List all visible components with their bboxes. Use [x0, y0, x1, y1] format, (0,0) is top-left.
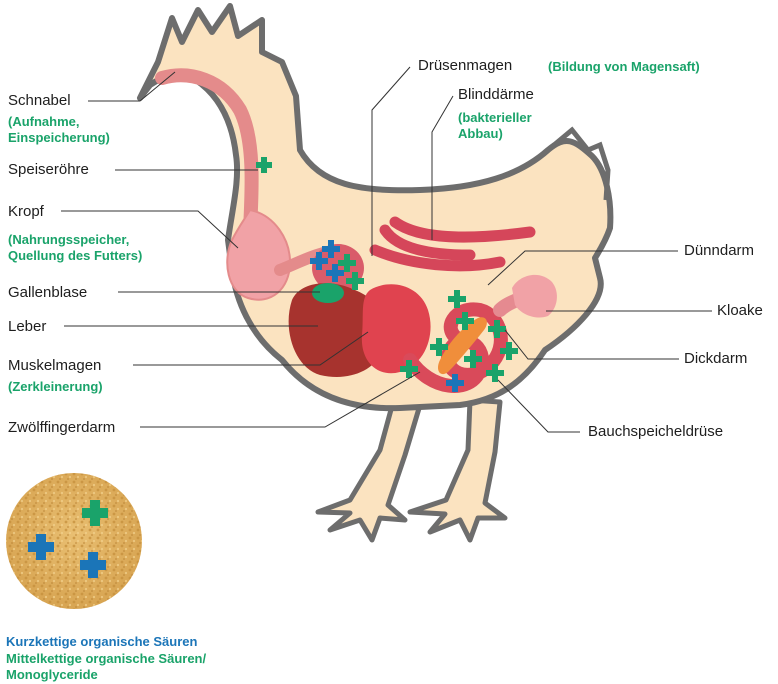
legend-green-2: Monoglyceride — [6, 667, 98, 683]
chicken-legs — [318, 395, 505, 540]
gallbladder — [312, 283, 344, 303]
legend-green-1: Mittelkettige organische Säuren/ — [6, 651, 206, 667]
feed-sample — [6, 473, 142, 609]
note-kropf-1: (Nahrungsspeicher, — [8, 232, 129, 248]
label-speiseroehre: Speiseröhre — [8, 161, 89, 179]
label-leber: Leber — [8, 318, 46, 336]
legend-blue: Kurzkettige organische Säuren — [6, 634, 197, 650]
note-schnabel-1: (Aufnahme, — [8, 114, 80, 130]
label-kropf: Kropf — [8, 203, 44, 221]
note-druesenmagen: (Bildung von Magensaft) — [548, 59, 700, 75]
label-muskelmagen: Muskelmagen — [8, 357, 101, 375]
label-schnabel: Schnabel — [8, 92, 71, 110]
note-blinddaerme-2: Abbau) — [458, 126, 503, 142]
note-kropf-2: Quellung des Futters) — [8, 248, 142, 264]
label-duenndarm: Dünndarm — [684, 242, 754, 260]
label-bauchspeicheldruese: Bauchspeicheldrüse — [588, 423, 723, 441]
note-schnabel-2: Einspeicherung) — [8, 130, 110, 146]
note-muskelmagen: (Zerkleinerung) — [8, 379, 103, 395]
label-zwoelffingerdarm: Zwölffingerdarm — [8, 419, 115, 437]
note-blinddaerme-1: (bakterieller — [458, 110, 532, 126]
label-dickdarm: Dickdarm — [684, 350, 747, 368]
label-druesenmagen: Drüsenmagen — [418, 57, 512, 75]
label-kloake: Kloake — [717, 302, 763, 320]
label-blinddaerme: Blinddärme — [458, 86, 534, 104]
label-gallenblase: Gallenblase — [8, 284, 87, 302]
